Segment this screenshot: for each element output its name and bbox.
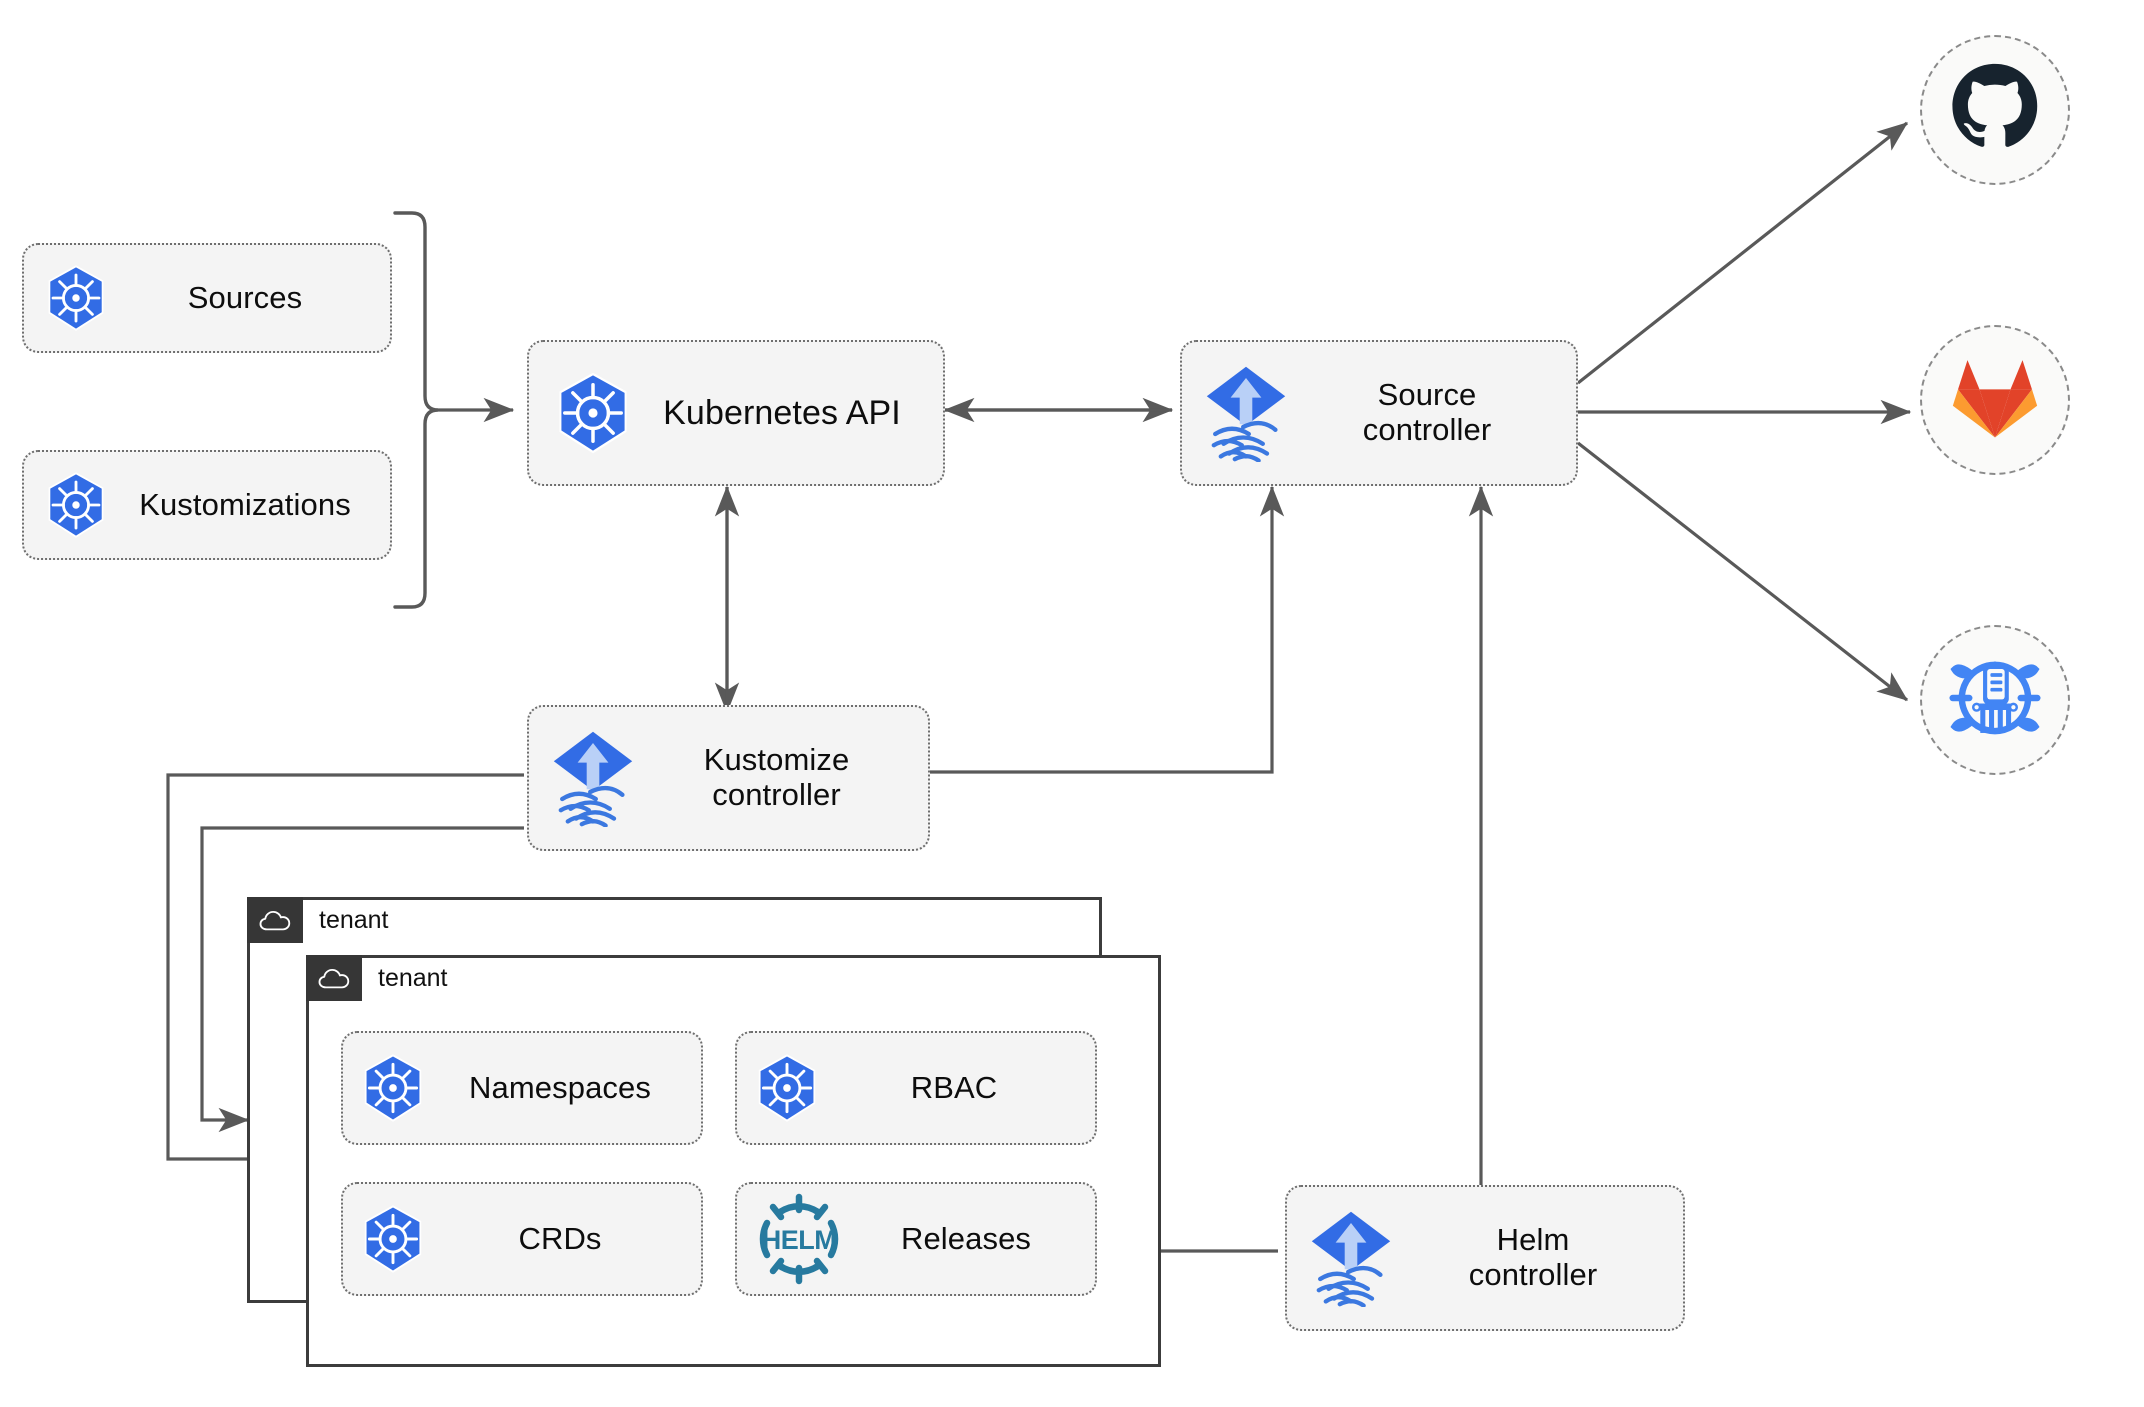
node-rbac-label: RBAC (910, 1069, 998, 1105)
flux-icon (1198, 363, 1294, 463)
helm-registry-icon (1949, 652, 2041, 749)
cloud-icon (247, 897, 303, 943)
kubernetes-icon (38, 260, 114, 336)
node-releases[interactable]: HELM Releases (735, 1182, 1097, 1296)
node-releases-label: Releases (900, 1220, 1032, 1256)
node-source-controller-label: Source controller (1362, 377, 1492, 447)
node-helm-controller[interactable]: Helm controller (1285, 1185, 1685, 1331)
node-crds-label: CRDs (518, 1220, 602, 1256)
node-helm-controller-label: Helm controller (1468, 1222, 1598, 1292)
node-sources[interactable]: Sources (22, 243, 392, 353)
flux-icon (545, 728, 641, 828)
node-source-controller[interactable]: Source controller (1180, 340, 1578, 486)
node-github[interactable] (1920, 35, 2070, 185)
svg-text:HELM: HELM (762, 1225, 837, 1255)
github-icon (1949, 62, 2041, 159)
flux-icon (1303, 1208, 1399, 1308)
node-crds[interactable]: CRDs (341, 1182, 703, 1296)
node-kustomize-controller-label: Kustomize controller (703, 742, 850, 812)
node-namespaces-label: Namespaces (469, 1069, 651, 1105)
kubernetes-icon (749, 1050, 825, 1126)
kubernetes-icon (355, 1201, 431, 1277)
cloud-icon (306, 955, 362, 1001)
node-rbac[interactable]: RBAC (735, 1031, 1097, 1145)
node-gitlab[interactable] (1920, 325, 2070, 475)
kubernetes-icon (547, 367, 639, 459)
tenant-outer-tab: tenant (247, 897, 389, 943)
gitlab-icon (1952, 356, 2038, 445)
node-kustomize-controller[interactable]: Kustomize controller (527, 705, 930, 851)
kubernetes-icon (38, 467, 114, 543)
tenant-inner-tab: tenant (306, 955, 448, 1001)
node-namespaces[interactable]: Namespaces (341, 1031, 703, 1145)
node-helm-registry[interactable] (1920, 625, 2070, 775)
node-kubernetes-api[interactable]: Kubernetes API (527, 340, 945, 486)
node-kustomizations[interactable]: Kustomizations (22, 450, 392, 560)
kubernetes-icon (355, 1050, 431, 1126)
helm-icon: HELM (749, 1193, 849, 1285)
node-kustomizations-label: Kustomizations (139, 486, 351, 522)
node-kubernetes-api-label: Kubernetes API (663, 393, 901, 432)
node-sources-label: Sources (187, 279, 303, 315)
tenant-box-inner[interactable]: tenant (306, 955, 1161, 1367)
tenant-inner-label: tenant (378, 963, 448, 992)
tenant-outer-label: tenant (319, 905, 389, 934)
